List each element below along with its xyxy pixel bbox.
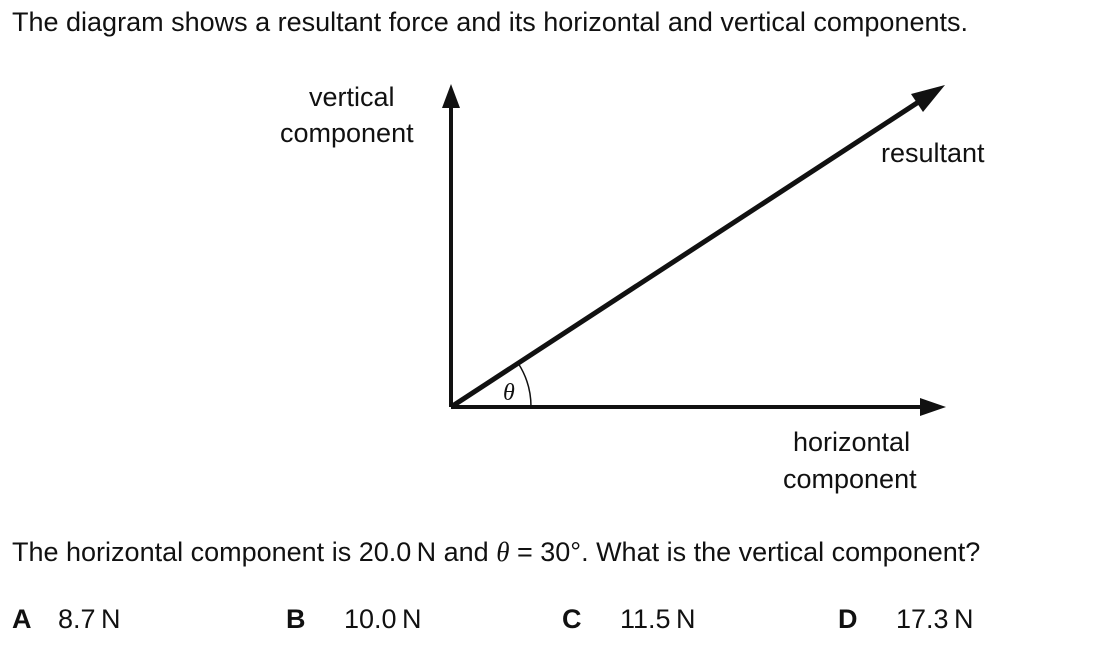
option-c[interactable]: C 11.5 N	[562, 604, 695, 635]
horizontal-label-line2: component	[783, 464, 917, 494]
option-letter: D	[838, 604, 858, 634]
resultant-label: resultant	[881, 138, 985, 168]
option-a[interactable]: A 8.7 N	[12, 604, 120, 635]
angle-theta-label: θ	[503, 380, 515, 406]
vertical-label-line1: vertical	[309, 82, 395, 112]
question-part1: The horizontal component is 20.0 N and	[12, 537, 497, 567]
option-value: 11.5 N	[620, 604, 696, 634]
option-letter: A	[12, 604, 32, 634]
option-letter: B	[286, 604, 306, 634]
vertical-label-line2: component	[280, 118, 414, 148]
question-part2: = 30°. What is the vertical component?	[509, 537, 981, 567]
option-d[interactable]: D 17.3 N	[838, 604, 973, 635]
force-components-diagram: θ vertical component resultant horizonta…	[280, 82, 985, 494]
option-b[interactable]: B 10.0 N	[286, 604, 421, 635]
horizontal-arrowhead	[920, 398, 946, 416]
angle-arc	[517, 362, 532, 408]
vertical-arrowhead	[442, 84, 460, 108]
resultant-arrow	[449, 98, 922, 410]
resultant-arrowhead	[911, 85, 945, 112]
option-letter: C	[562, 604, 582, 634]
option-value: 10.0 N	[344, 604, 422, 634]
question-theta: θ	[496, 537, 510, 567]
intro-text: The diagram shows a resultant force and …	[12, 7, 968, 37]
option-value: 17.3 N	[896, 604, 974, 634]
option-value: 8.7 N	[58, 604, 121, 634]
question-text: The horizontal component is 20.0 N and θ…	[12, 537, 980, 568]
horizontal-label-line1: horizontal	[793, 427, 910, 457]
